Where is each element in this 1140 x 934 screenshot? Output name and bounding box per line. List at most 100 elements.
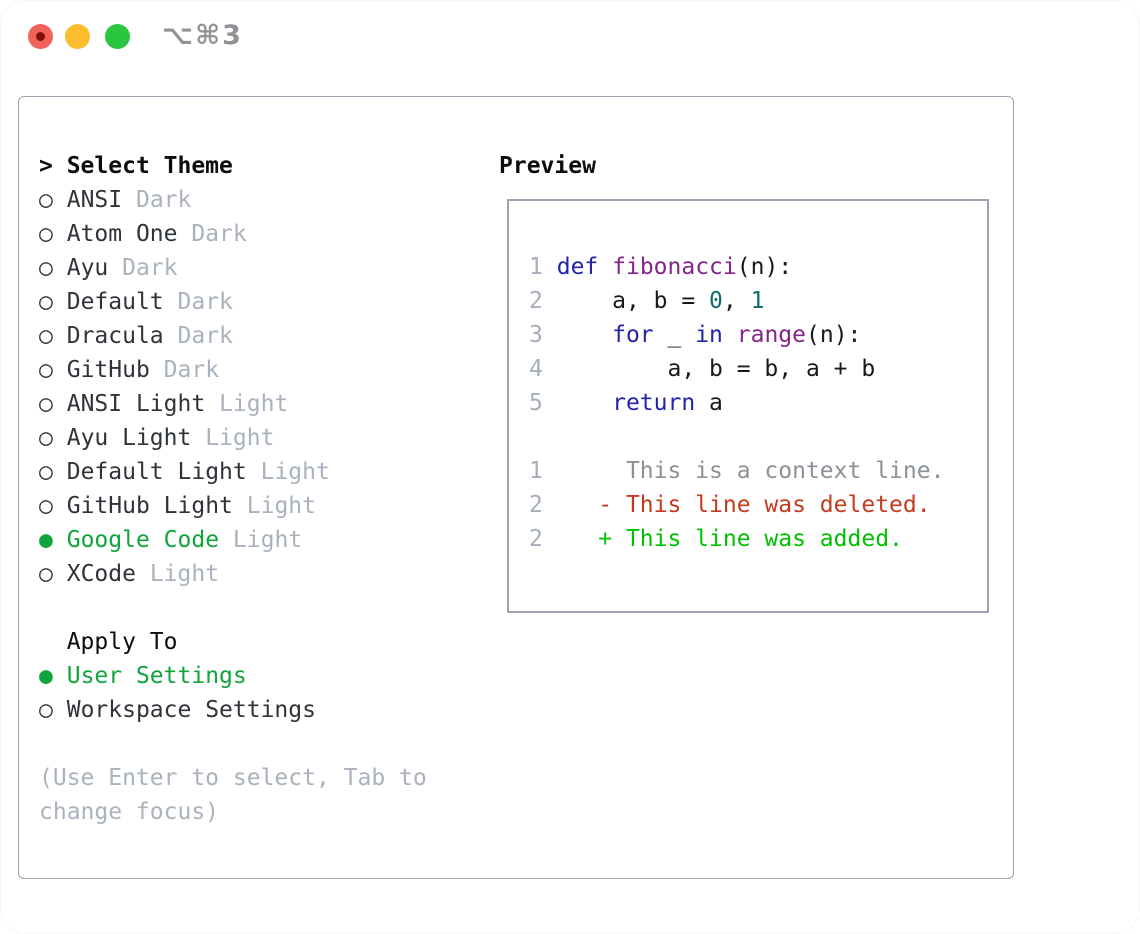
radio-unselected-icon: ○ [39, 459, 53, 485]
diff-line-context: 1 This is a context line. [529, 454, 944, 488]
theme-name: Ayu Light [66, 425, 192, 451]
diff-line-deleted: 2 - This line was deleted. [529, 488, 944, 522]
line-number: 1 [529, 458, 543, 484]
line-number: 3 [529, 322, 543, 348]
code-token: , [722, 288, 751, 314]
selection-cursor: > [39, 153, 53, 179]
theme-option-github-light[interactable]: ○ GitHub Light Light [39, 489, 427, 523]
spacer [39, 591, 427, 625]
code-token: a, b = [556, 288, 710, 314]
theme-name: GitHub [66, 357, 150, 383]
theme-variant: Dark [191, 221, 247, 247]
theme-option-xcode[interactable]: ○ XCode Light [39, 557, 427, 591]
theme-name: Atom One [66, 221, 178, 247]
theme-variant: Dark [177, 289, 233, 315]
line-number: 2 [529, 288, 543, 314]
theme-option-dracula[interactable]: ○ Dracula Dark [39, 319, 427, 353]
code-token: 1 [750, 288, 765, 314]
theme-name: Ayu [66, 255, 109, 281]
code-line-4: 4 a, b = b, a + b [529, 352, 944, 386]
apply-option-label: User Settings [66, 663, 247, 689]
help-line-2: change focus) [39, 799, 220, 825]
theme-name: Default Light [66, 459, 247, 485]
code-token [723, 322, 737, 348]
help-text: (Use Enter to select, Tab to change focu… [39, 761, 427, 829]
radio-unselected-icon: ○ [39, 561, 53, 587]
diff-text: - This line was deleted. [598, 492, 931, 518]
theme-list-title: Select Theme [66, 153, 233, 179]
apply-option-user-settings[interactable]: ● User Settings [39, 659, 427, 693]
preview-title: Preview [499, 153, 596, 179]
radio-selected-icon: ● [39, 663, 53, 689]
spacer [39, 727, 427, 761]
radio-selected-icon: ● [39, 527, 53, 553]
diff-text: This is a context line. [598, 458, 945, 484]
theme-variant: Dark [135, 187, 192, 213]
code-token: (n): [736, 254, 793, 280]
radio-unselected-icon: ○ [39, 425, 53, 451]
line-number: 2 [529, 492, 543, 518]
theme-selector: >Select Theme ○ ANSI Dark○ Atom One Dark… [39, 149, 427, 829]
traffic-light-zoom[interactable] [105, 24, 130, 49]
code-token: range [736, 322, 807, 348]
code-token [557, 322, 612, 348]
traffic-light-minimize[interactable] [65, 24, 90, 49]
theme-option-atom-one[interactable]: ○ Atom One Dark [39, 217, 427, 251]
code-line-5: 5 return a [529, 386, 944, 420]
theme-variant: Dark [163, 357, 220, 383]
theme-name: Dracula [66, 323, 164, 349]
traffic-light-close[interactable] [28, 24, 53, 49]
diff-lines: 1 This is a context line.2 - This line w… [529, 454, 944, 556]
window-title: ⌥⌘3 [162, 20, 243, 51]
theme-list: ○ ANSI Dark○ Atom One Dark○ Ayu Dark○ De… [39, 183, 427, 591]
theme-name: ANSI Light [66, 391, 206, 417]
radio-unselected-icon: ○ [39, 221, 53, 247]
theme-option-default-light[interactable]: ○ Default Light Light [39, 455, 427, 489]
theme-variant: Light [260, 459, 330, 485]
theme-option-ayu-light[interactable]: ○ Ayu Light Light [39, 421, 427, 455]
theme-option-github[interactable]: ○ GitHub Dark [39, 353, 427, 387]
theme-name: Google Code [66, 527, 220, 553]
code-token: fibonacci [612, 254, 737, 280]
theme-option-ayu[interactable]: ○ Ayu Dark [39, 251, 427, 285]
code-token: (n): [806, 322, 862, 348]
theme-variant: Light [246, 493, 316, 519]
diff-line-added: 2 + This line was added. [529, 522, 944, 556]
code-token [557, 390, 612, 416]
code-token [598, 254, 612, 280]
theme-variant: Dark [177, 323, 233, 349]
theme-variant: Light [149, 561, 220, 587]
code-token: return [612, 390, 696, 416]
code-token: 0 [709, 288, 723, 314]
spacer [529, 420, 944, 454]
unsaved-changes-dot [36, 32, 45, 41]
code-line-2: 2 a, b = 0, 1 [529, 284, 944, 318]
code-line-3: 3 for _ in range(n): [529, 318, 944, 352]
theme-option-ansi[interactable]: ○ ANSI Dark [39, 183, 427, 217]
theme-variant: Light [232, 527, 303, 553]
apply-option-label: Workspace Settings [66, 697, 316, 723]
code-token: a [695, 390, 723, 416]
main-panel: >Select Theme ○ ANSI Dark○ Atom One Dark… [18, 96, 1014, 879]
radio-unselected-icon: ○ [39, 323, 53, 349]
line-number: 5 [529, 390, 543, 416]
diff-text: + This line was added. [598, 526, 903, 552]
theme-variant: Light [219, 391, 289, 417]
theme-variant: Dark [122, 255, 178, 281]
code-token: in [695, 322, 723, 348]
theme-name: XCode [66, 561, 136, 587]
radio-unselected-icon: ○ [39, 187, 53, 213]
theme-option-default[interactable]: ○ Default Dark [39, 285, 427, 319]
theme-option-ansi-light[interactable]: ○ ANSI Light Light [39, 387, 427, 421]
apply-to-header: Apply To [66, 629, 178, 655]
theme-name: GitHub Light [66, 493, 233, 519]
code-line-1: 1 def fibonacci(n): [529, 250, 944, 284]
code-token: def [556, 254, 599, 280]
apply-option-workspace-settings[interactable]: ○ Workspace Settings [39, 693, 427, 727]
line-number: 4 [529, 356, 543, 382]
code-token: a, b = b, a + b [556, 356, 876, 382]
radio-unselected-icon: ○ [39, 255, 53, 281]
theme-option-google-code[interactable]: ● Google Code Light [39, 523, 427, 557]
help-line-1: (Use Enter to select, Tab to [39, 765, 427, 791]
